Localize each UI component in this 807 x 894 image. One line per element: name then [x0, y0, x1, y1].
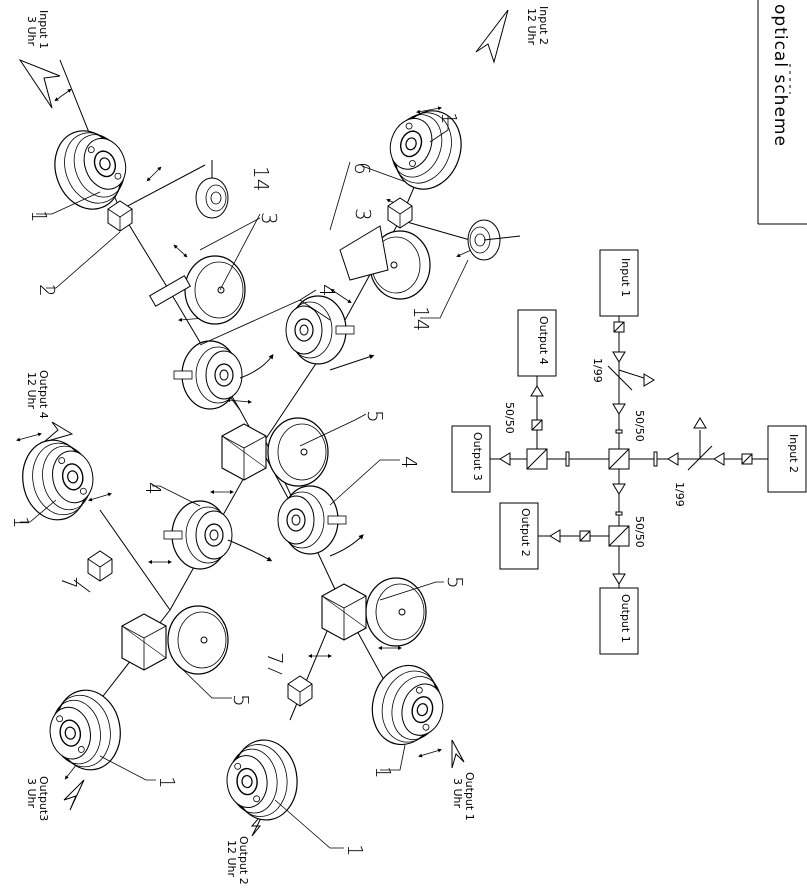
part-2: 2 — [35, 284, 59, 297]
schem-output4-label: Output 4 — [537, 316, 550, 365]
output3-label: Output3 — [37, 776, 50, 821]
photodiodes — [195, 160, 521, 261]
part-14-left: 14 — [249, 166, 273, 191]
part-1-input2: 1 — [437, 112, 461, 125]
mount-4-c — [163, 500, 233, 570]
rotatable-mounts — [163, 295, 375, 570]
part-14-right: 14 — [409, 306, 433, 331]
output4-time: 12 Uhr — [25, 372, 38, 410]
port-captions: Input 1 3 Uhr Input 2 12 Uhr Output 4 12… — [25, 6, 550, 885]
schem-input1-label: Input 1 — [619, 258, 632, 297]
schematic-labels: Input 1 Input 2 Output 4 Output 3 Output… — [471, 258, 800, 643]
block-schematic — [451, 249, 807, 655]
bs-block-right — [321, 583, 367, 641]
input2-arrow-icon — [475, 9, 509, 64]
detector-output4 — [15, 433, 101, 526]
output2-time: 12 Uhr — [225, 840, 238, 878]
part-5-right: 5 — [443, 576, 467, 589]
part-3-left: 3 — [257, 212, 281, 225]
ratio-50-50-bottom: 50/50 — [633, 516, 646, 548]
part-1-output4: 1 — [9, 516, 33, 529]
schem-input2-box — [767, 425, 807, 493]
input1-label: Input 1 — [37, 10, 50, 49]
ratio-1-99-right: 1/99 — [673, 482, 686, 507]
part-number-labels: 1 2 14 3 1 6 3 14 4 5 4 4 5 5 7 7 1 1 1 … — [9, 112, 467, 857]
output1-label: Output 1 — [463, 772, 476, 821]
output4-label: Output 4 — [37, 370, 50, 419]
schem-output4-box — [517, 309, 557, 377]
ratio-50-50-left: 50/50 — [503, 402, 516, 434]
part-1-output3: 1 — [155, 776, 179, 789]
schem-output1-label: Output 1 — [619, 594, 632, 643]
part-4-left: 4 — [141, 482, 165, 495]
output4-arrow-icon — [43, 421, 74, 443]
detector-output3 — [42, 684, 128, 777]
part-7-right: 7 — [263, 652, 287, 665]
title-box: optical scheme — [757, 0, 807, 225]
part-1-output2: 1 — [343, 844, 367, 857]
part-5-top: 5 — [363, 410, 387, 423]
output2-label: Output 2 — [237, 836, 250, 885]
input2-label: Input 2 — [537, 6, 550, 45]
part-5-left: 5 — [229, 694, 253, 707]
detector-output2 — [222, 736, 302, 824]
schem-input1-box — [599, 249, 639, 317]
part-4-top: 4 — [315, 284, 339, 297]
schem-output2-label: Output 2 — [519, 508, 532, 557]
mount-4-d — [277, 485, 347, 555]
leader-lines — [20, 116, 469, 849]
part-4-right: 4 — [397, 456, 421, 469]
schem-output3-label: Output 3 — [471, 432, 484, 481]
part-1-input1: 1 — [27, 210, 51, 223]
mount-4-b — [285, 295, 355, 365]
part-6: 6 — [350, 162, 374, 175]
input1-time: 3 Uhr — [25, 16, 38, 47]
mirror-mounts — [148, 225, 431, 325]
title-text: optical scheme — [770, 4, 790, 147]
input1-arrow-icon — [18, 58, 61, 109]
cube-6 — [387, 197, 413, 229]
mirror-mount-3-left — [184, 255, 246, 325]
ratio-1-99-top: 1/99 — [591, 358, 604, 383]
beam-splitters — [121, 417, 427, 675]
bs-block-top — [221, 423, 267, 481]
cube-7-right — [287, 675, 313, 707]
output1-arrow-icon — [451, 739, 465, 769]
polarization-arrows — [16, 88, 482, 808]
cube-7-left — [87, 550, 113, 582]
output1-time: 3 Uhr — [451, 778, 464, 809]
bs-cyl-top — [267, 417, 329, 487]
part-3-right: 3 — [351, 208, 375, 221]
output3-arrow-icon — [63, 779, 85, 811]
bs-block-left — [121, 613, 167, 671]
schem-input2-label: Input 2 — [787, 434, 800, 473]
photodiode-14-left — [195, 177, 229, 219]
output3-time: 3 Uhr — [25, 778, 38, 809]
part-1-output1: 1 — [371, 766, 395, 779]
part-7-left: 7 — [57, 576, 81, 589]
detector-output1 — [363, 657, 453, 755]
input2-time: 12 Uhr — [525, 8, 538, 46]
ratio-50-50-top: 50/50 — [633, 410, 646, 442]
